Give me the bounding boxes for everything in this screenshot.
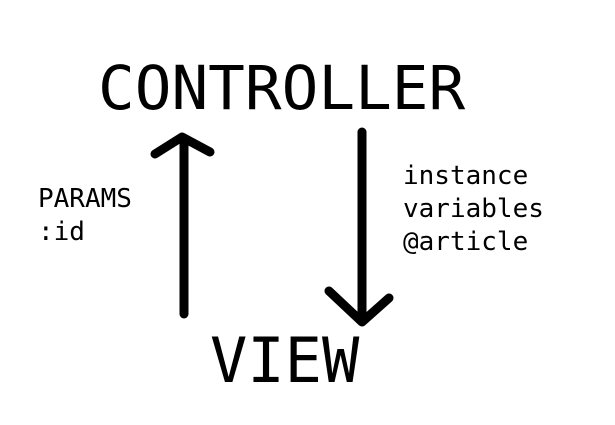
up-arrow-head [150,132,215,159]
down-arrow-head [324,286,394,327]
article-line: @article [403,227,529,257]
id-line: :id [38,217,85,247]
params-annotation: PARAMS :id [38,183,132,249]
variables-line: variables [403,194,544,224]
view-node-label: VIEW [210,324,360,397]
instance-line: instance [403,161,529,191]
instance-variables-annotation: instance variables @article [403,160,544,259]
up-arrow [150,132,215,319]
controller-node-label: CONTROLLER [98,53,466,124]
down-arrow [324,127,394,327]
params-line: PARAMS [38,184,132,214]
